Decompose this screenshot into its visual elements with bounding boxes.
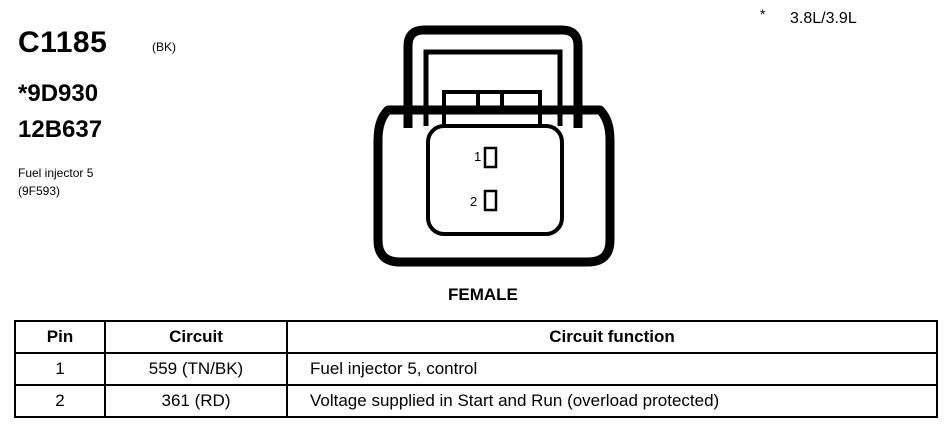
latch — [442, 90, 542, 128]
locking-tab-inner — [423, 49, 563, 126]
header-pin: Pin — [14, 320, 106, 354]
cell-pin: 2 — [14, 384, 106, 418]
pin-1-label: 1 — [474, 149, 481, 164]
pin-2-terminal — [483, 189, 498, 212]
connector-outer-shell — [373, 105, 615, 267]
pin-1-terminal — [483, 146, 498, 169]
cell-circuit: 361 (RD) — [104, 384, 288, 418]
cell-pin: 1 — [14, 352, 106, 386]
connector-cavity — [426, 124, 564, 236]
pin-2-label: 2 — [470, 194, 477, 209]
part-number: 12B637 — [18, 116, 103, 143]
connector-description: (9F593) — [18, 184, 61, 198]
cell-circuit: 559 (TN/BK) — [104, 352, 288, 386]
connector-color: (BK) — [152, 40, 176, 54]
cell-function: Voltage supplied in Start and Run (overl… — [286, 384, 938, 418]
connector-description: Fuel injector 5 — [18, 166, 94, 180]
engine-note-marker: * — [760, 6, 766, 22]
connector-view-label: FEMALE — [448, 285, 518, 304]
connector-id: C1185 — [18, 26, 108, 59]
table-row: 1 559 (TN/BK) Fuel injector 5, control — [14, 352, 938, 386]
header-circuit: Circuit — [104, 320, 288, 354]
table-row: 2 361 (RD) Voltage supplied in Start and… — [14, 384, 938, 418]
header-circuit-function: Circuit function — [286, 320, 938, 354]
locking-tab-outer — [403, 25, 583, 128]
part-number: *9D930 — [18, 80, 99, 107]
engine-note: 3.8L/3.9L — [790, 10, 857, 27]
cell-function: Fuel injector 5, control — [286, 352, 938, 386]
connector-face-diagram: 1 2 — [373, 25, 615, 267]
table-header-row: Pin Circuit Circuit function — [14, 320, 938, 354]
pin-table: Pin Circuit Circuit function 1 559 (TN/B… — [14, 320, 938, 418]
